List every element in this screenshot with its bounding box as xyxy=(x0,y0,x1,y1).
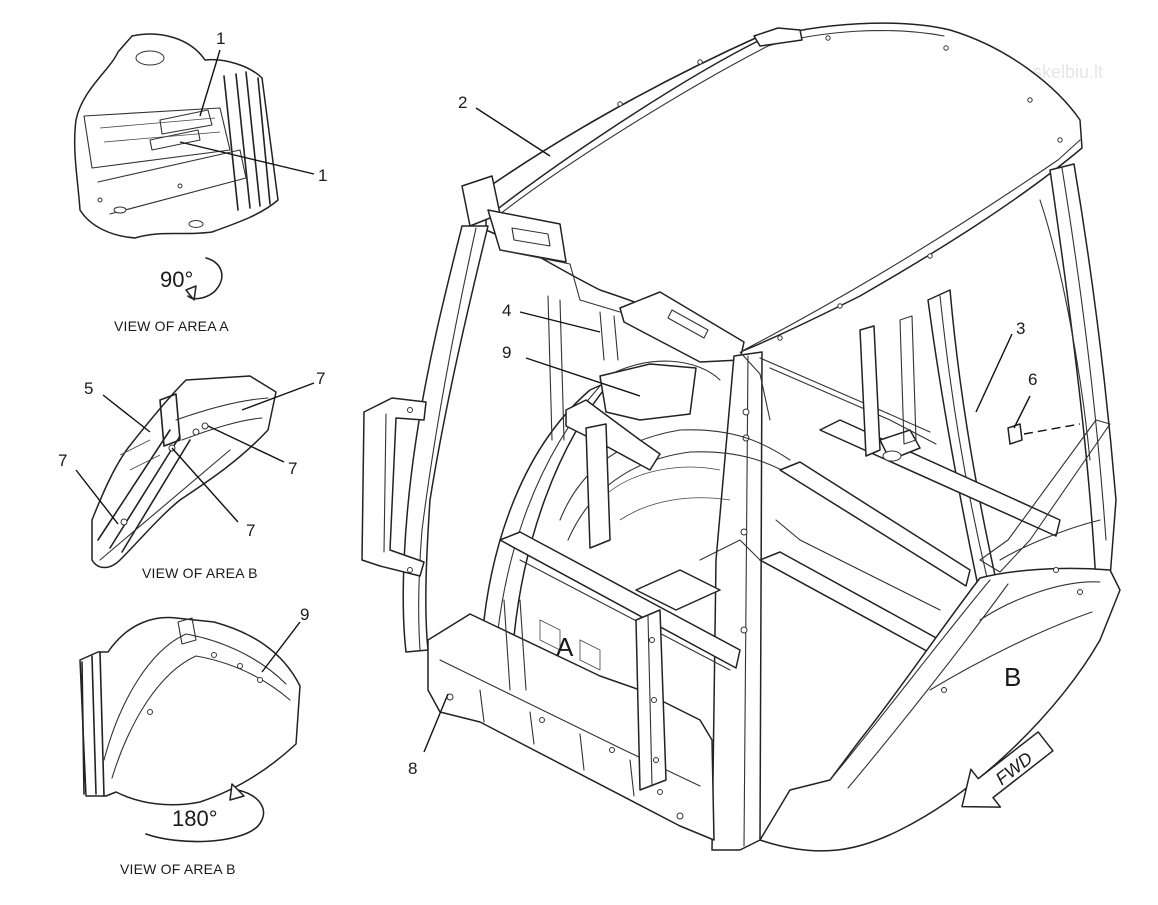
callout-9b: 9 xyxy=(300,605,309,624)
leader-7c xyxy=(171,447,239,523)
leader-2 xyxy=(475,107,551,157)
callout-1a: 1 xyxy=(216,29,225,48)
callout-1b: 1 xyxy=(318,166,327,185)
callout-7a: 7 xyxy=(316,369,325,388)
callout-7d: 7 xyxy=(58,451,67,470)
leader-6b xyxy=(1023,423,1081,435)
view-area-b-inset-2 xyxy=(79,616,301,806)
rotation-arrow-90-icon xyxy=(185,257,223,301)
view-area-a-inset xyxy=(73,33,279,239)
callout-3: 3 xyxy=(1016,319,1025,338)
callout-9a: 9 xyxy=(502,343,511,362)
caption-view-area-a: VIEW OF AREA A xyxy=(114,318,229,334)
rotation-label-180: 180° xyxy=(172,806,218,831)
caption-view-area-b-1: VIEW OF AREA B xyxy=(142,565,258,581)
callout-7c: 7 xyxy=(246,521,255,540)
leader-9a xyxy=(525,357,641,397)
callout-6: 6 xyxy=(1028,370,1037,389)
callout-5: 5 xyxy=(84,379,93,398)
area-label-b: B xyxy=(1004,662,1021,692)
callout-7b: 7 xyxy=(288,459,297,478)
leader-6a xyxy=(1013,395,1031,429)
leader-7a xyxy=(241,382,315,411)
leader-7b xyxy=(207,425,285,463)
leader-8 xyxy=(423,693,449,753)
leader-1b xyxy=(179,141,315,175)
leader-1a xyxy=(199,49,221,117)
leader-3 xyxy=(975,333,1013,413)
leader-4 xyxy=(519,311,601,333)
callout-4: 4 xyxy=(502,301,511,320)
cab-frame-assembly xyxy=(361,22,1121,852)
view-area-b-inset-1 xyxy=(91,375,277,569)
leader-7d xyxy=(75,469,119,525)
rotation-label-90: 90° xyxy=(160,267,193,292)
callout-8: 8 xyxy=(408,759,417,778)
area-label-a: A xyxy=(556,632,574,662)
leader-9b xyxy=(261,621,301,673)
leader-5 xyxy=(102,394,151,433)
callout-2: 2 xyxy=(458,93,467,112)
caption-view-area-b-2: VIEW OF AREA B xyxy=(120,861,236,877)
rotation-arrow-180-icon xyxy=(145,783,265,843)
